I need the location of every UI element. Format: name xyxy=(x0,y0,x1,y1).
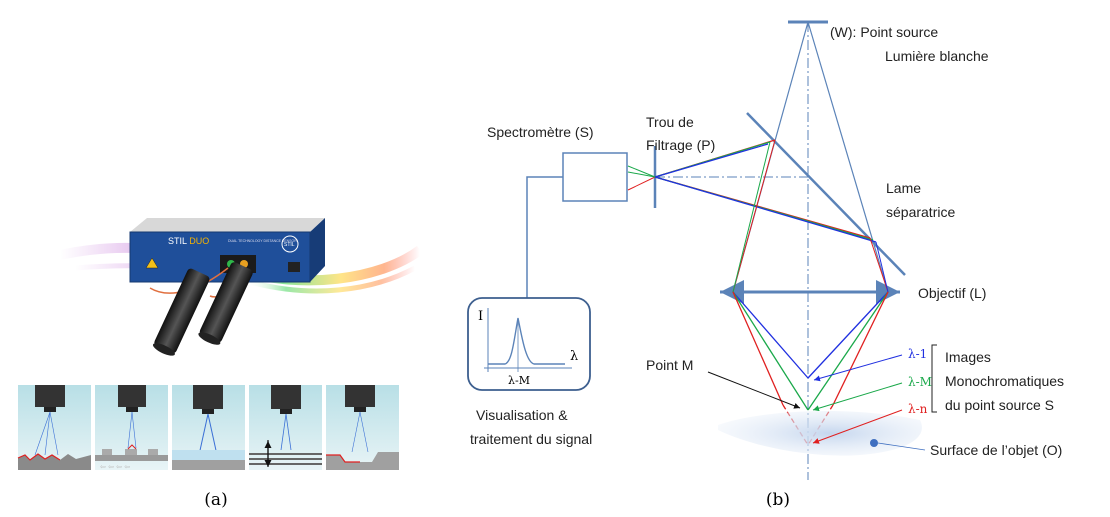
inset-ylabel: I xyxy=(478,309,483,324)
warning-icon xyxy=(145,257,159,269)
label-pinhole-2: Filtrage (P) xyxy=(646,137,715,153)
device-photo: STIL DUO DUAL TECHNOLOGY DISTANCE SENSOR… xyxy=(58,218,423,356)
caption-b: (b) xyxy=(766,490,790,510)
panel-b: I λ λ-M (W): Point source Lumière blanch… xyxy=(467,20,1064,510)
tile-profile xyxy=(326,385,399,470)
label-images-3: du point source S xyxy=(945,397,1054,413)
device-brand: STIL xyxy=(168,236,187,246)
label-surface: Surface de l’objet (O) xyxy=(930,442,1062,458)
spectrometer-box xyxy=(562,152,628,202)
object-surface xyxy=(718,410,922,456)
inset-xlabel: λ xyxy=(570,349,578,364)
label-visualisation-2: traitement du signal xyxy=(470,431,592,447)
signal-inset-frame xyxy=(467,297,591,391)
tile-thin-film xyxy=(172,385,245,470)
stil-logo-text: STIL xyxy=(284,242,295,248)
measurement-tiles: ⇦ ⇦ ⇦ ⇦ xyxy=(17,385,399,471)
inset-peak-label: λ-M xyxy=(508,374,530,387)
label-splitter-2: séparatrice xyxy=(886,204,955,220)
probe-2 xyxy=(198,262,253,345)
label-source-2: Lumière blanche xyxy=(885,48,989,64)
tile-steps: ⇦ ⇦ ⇦ ⇦ xyxy=(95,385,168,471)
svg-text:⇦ ⇦ ⇦ ⇦: ⇦ ⇦ ⇦ ⇦ xyxy=(100,463,130,471)
tile-rough-surface xyxy=(17,385,91,470)
tile-thickness xyxy=(249,385,322,470)
beam-splitter xyxy=(746,112,906,276)
label-lambda-m: λ-M xyxy=(908,375,932,389)
label-splitter: Lame xyxy=(886,180,921,196)
svg-text:STIL DUO: STIL DUO xyxy=(168,236,209,246)
caption-a: (a) xyxy=(204,490,227,510)
label-spectrometer: Spectromètre (S) xyxy=(487,124,594,140)
signal-cable xyxy=(526,176,563,298)
label-objective: Objectif (L) xyxy=(918,285,986,301)
stil-logo xyxy=(281,235,299,253)
label-point-m: Point M xyxy=(646,357,693,373)
device-top xyxy=(130,218,325,232)
label-source: (W): Point source xyxy=(830,24,938,40)
device-model: DUO xyxy=(189,236,209,246)
probe-1 xyxy=(152,268,210,356)
surface-marker xyxy=(870,439,878,447)
label-visualisation: Visualisation & xyxy=(476,407,568,423)
label-images-2: Monochromatiques xyxy=(945,373,1064,389)
power-switch-icon xyxy=(288,262,300,272)
signal-inset: I λ λ-M xyxy=(467,297,591,391)
panel-a: STIL DUO DUAL TECHNOLOGY DISTANCE SENSOR… xyxy=(17,218,423,510)
label-images: Images xyxy=(945,349,991,365)
device-subtitle: DUAL TECHNOLOGY DISTANCE SENSOR xyxy=(228,239,297,243)
label-pinhole: Trou de xyxy=(646,114,694,130)
label-lambda-1: λ-1 xyxy=(908,347,927,361)
label-lambda-n: λ-n xyxy=(908,402,928,416)
